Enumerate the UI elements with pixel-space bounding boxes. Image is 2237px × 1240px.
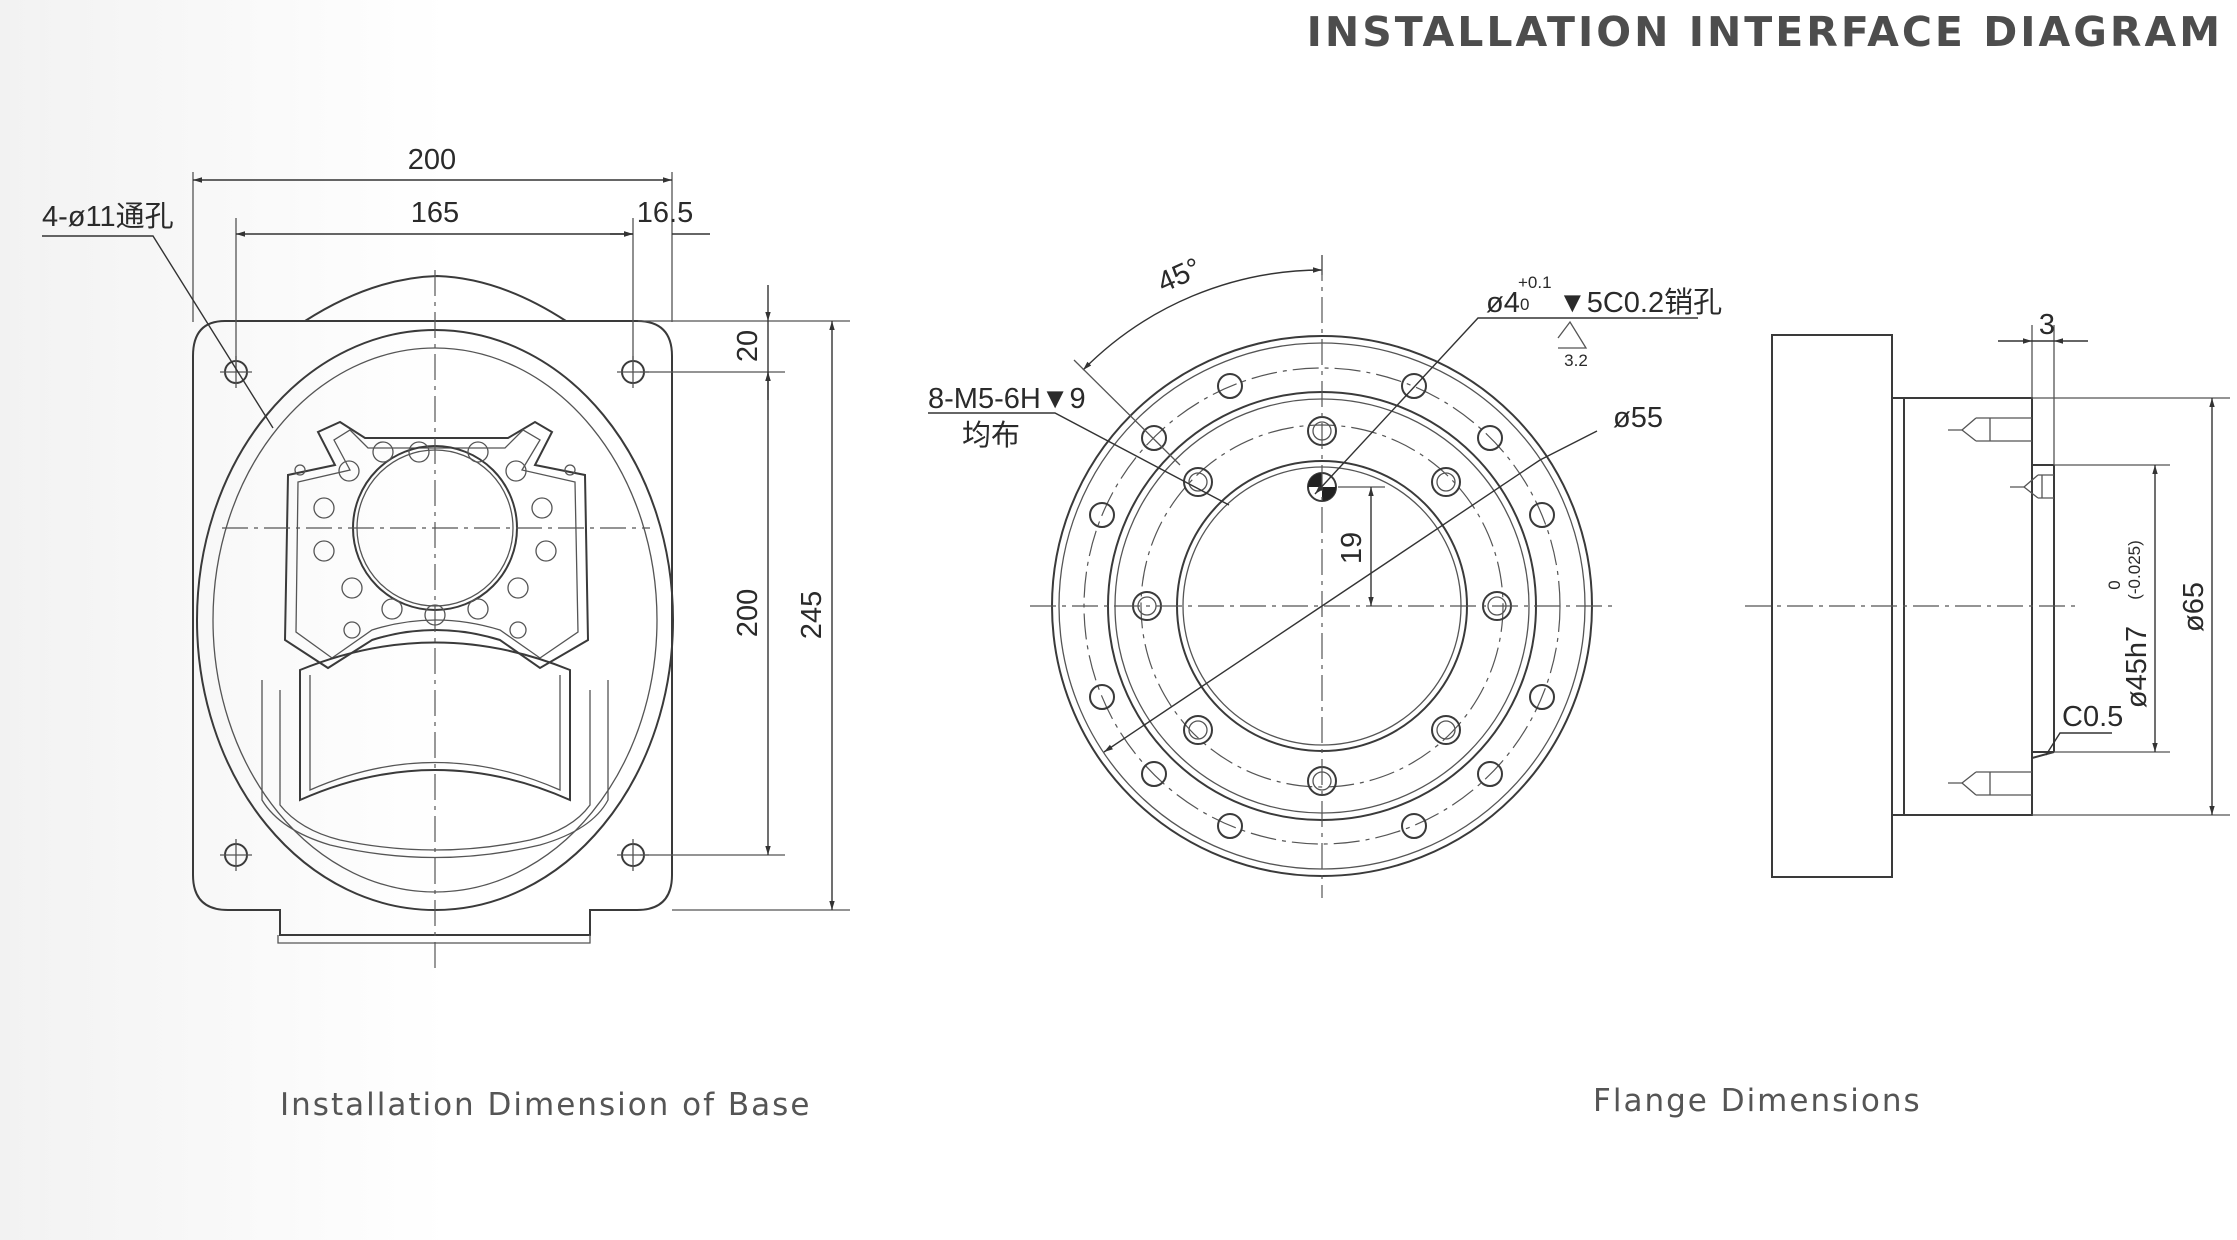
base-hole-note: 4-ø11通孔 bbox=[42, 201, 174, 233]
flange-outer-holes bbox=[1089, 373, 1555, 839]
pilot-tol-lower: (-0.025) bbox=[2125, 540, 2144, 600]
base-outline bbox=[192, 320, 673, 936]
dim-flange-diameter: ø55 bbox=[1613, 402, 1663, 434]
base-pocket bbox=[283, 420, 590, 670]
chamfer-leader bbox=[2045, 732, 2112, 756]
pin-hole-leader bbox=[1314, 317, 1698, 495]
dim-base-width: 200 bbox=[408, 144, 456, 176]
thread-note-leader bbox=[928, 412, 1230, 506]
flange-side-view bbox=[1745, 325, 2230, 878]
hole-note-leader bbox=[42, 235, 274, 429]
thread-note-distribution: 均布 bbox=[962, 419, 1020, 452]
side-chamfer bbox=[2031, 751, 2055, 759]
pilot-tol-upper: 0 bbox=[2105, 580, 2124, 589]
side-chamfer-note: C0.5 bbox=[2062, 701, 2123, 733]
side-threaded-holes bbox=[1948, 417, 2054, 796]
dim-angle-arc bbox=[1082, 267, 1323, 371]
side-flange-body bbox=[1771, 334, 1893, 878]
pin-hole-note: ▼5C0.2销孔 bbox=[1558, 286, 1722, 319]
pin-hole-size: ø4 bbox=[1486, 287, 1520, 319]
caption-base: Installation Dimension of Base bbox=[280, 1087, 812, 1123]
page-title: INSTALLATION INTERFACE DIAGRAM bbox=[1306, 8, 2223, 56]
dim-base-top: 20 bbox=[732, 330, 764, 362]
base-top-arc bbox=[304, 274, 567, 322]
flange-front-view bbox=[928, 255, 1698, 898]
roughness-value: 3.2 bbox=[1564, 351, 1588, 370]
dim-flange-offset: 19 bbox=[1336, 532, 1368, 564]
dim-line-diameter bbox=[1103, 605, 1323, 753]
roughness-symbol bbox=[1557, 320, 1588, 349]
dim-side-pilot: ø45h7 bbox=[2121, 626, 2153, 708]
pin-hole-tol-upper: +0.1 bbox=[1518, 273, 1552, 292]
dim-base-height: 245 bbox=[796, 591, 828, 639]
caption-flange: Flange Dimensions bbox=[1593, 1083, 1922, 1119]
dim-side-thickness: 3 bbox=[2039, 309, 2055, 341]
dim-base-pitch-v: 200 bbox=[732, 589, 764, 637]
dim-side-outer: ø65 bbox=[2178, 582, 2210, 632]
base-bolt-circle bbox=[294, 441, 576, 639]
base-view bbox=[42, 172, 850, 970]
dim-base-offset: 16.5 bbox=[637, 197, 693, 229]
pin-hole-tol-lower: 0 bbox=[1520, 295, 1529, 314]
thread-note: 8-M5-6H▼9 bbox=[928, 383, 1086, 415]
dim-flange-angle: 45° bbox=[1153, 252, 1206, 299]
dim-base-pitch: 165 bbox=[411, 197, 459, 229]
base-lower-pocket bbox=[299, 641, 571, 802]
